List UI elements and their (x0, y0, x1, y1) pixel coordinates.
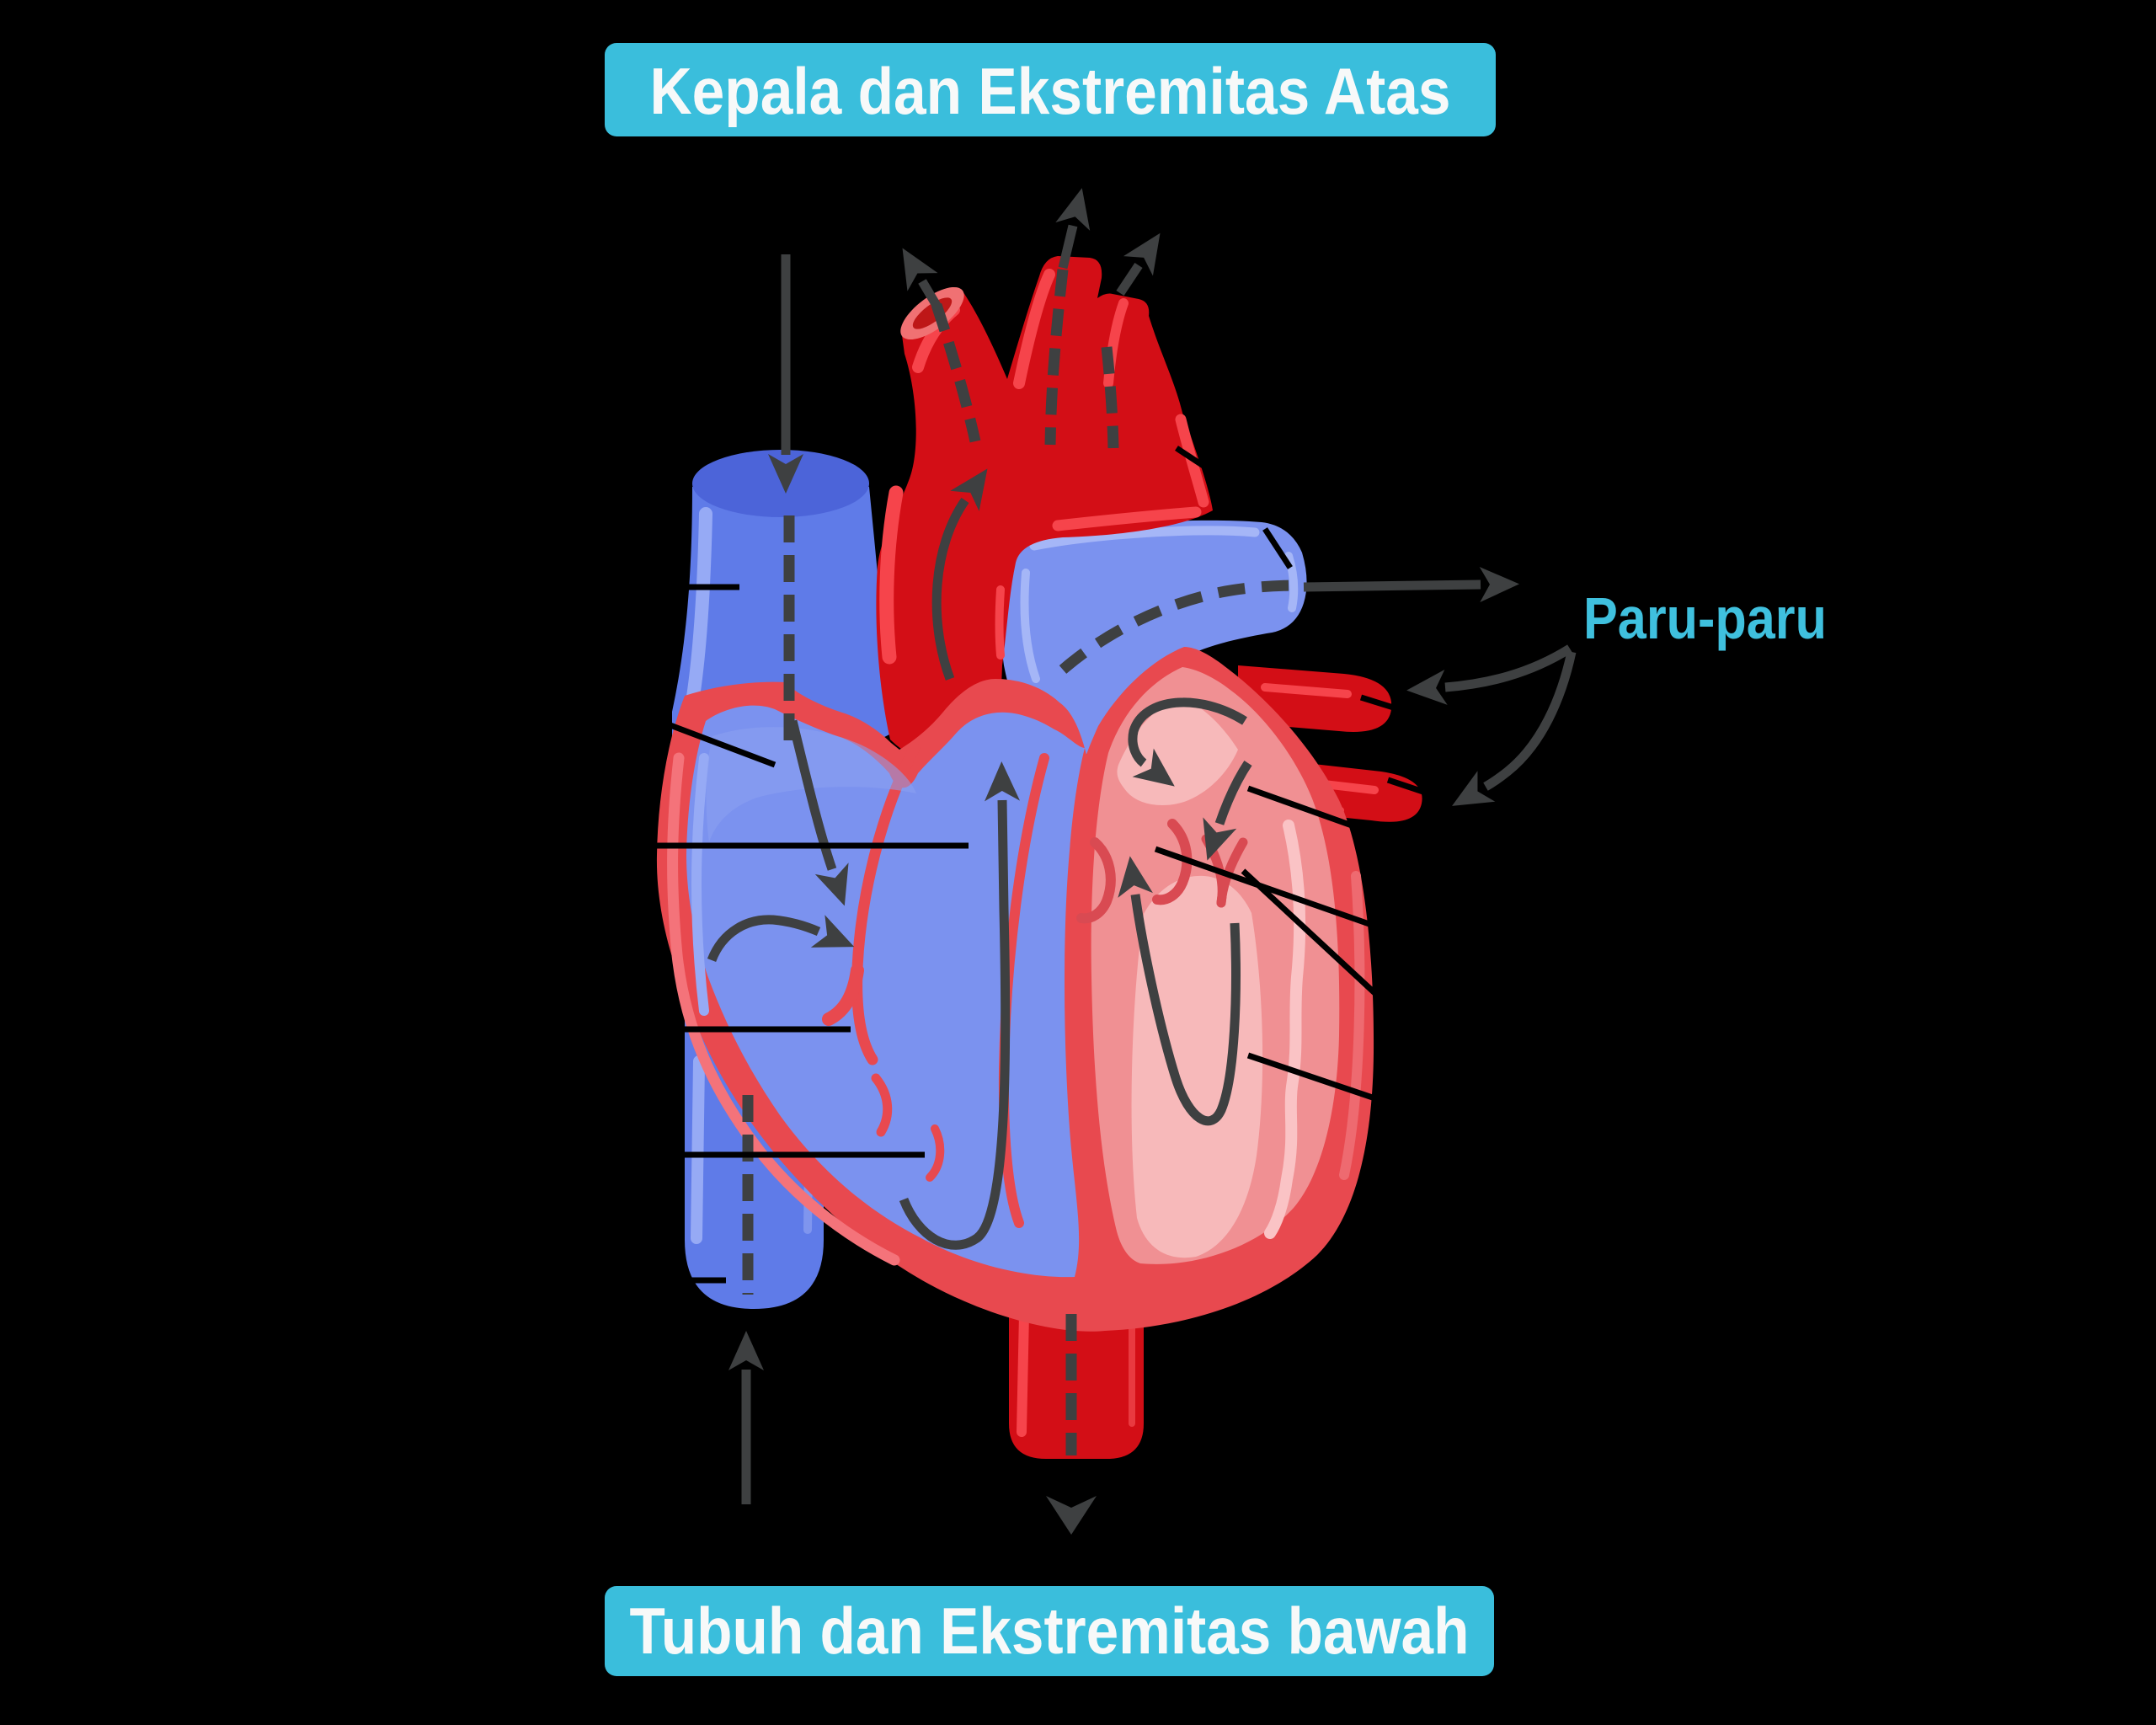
svg-text:Kepala dan Ekstremitas Atas: Kepala dan Ekstremitas Atas (650, 54, 1451, 128)
svg-text:Paru-paru: Paru-paru (1583, 585, 1827, 651)
svg-text:Tubuh dan Ekstremitas bawah: Tubuh dan Ekstremitas bawah (630, 1594, 1470, 1668)
